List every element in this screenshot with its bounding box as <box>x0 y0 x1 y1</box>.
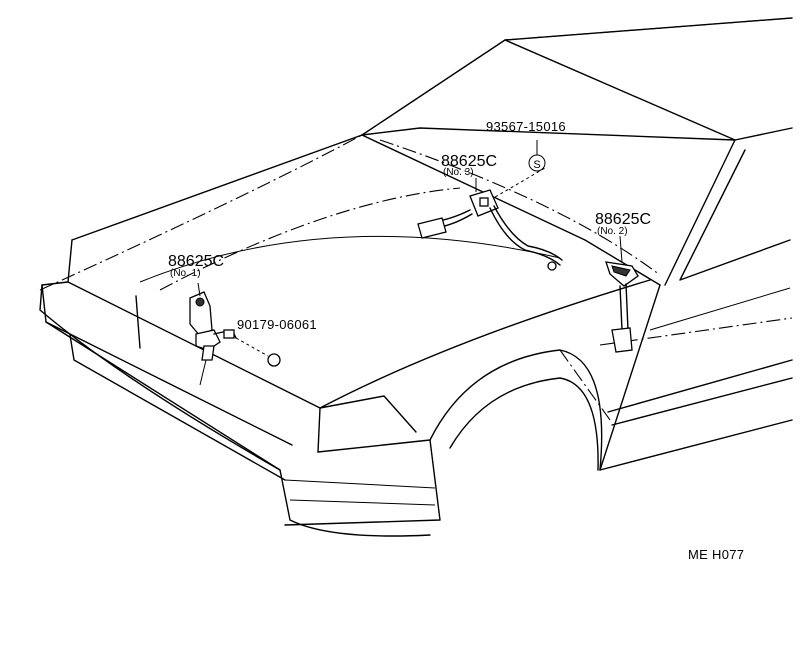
screw-part: S <box>528 140 546 172</box>
sensor-no3-part-number: 88625C <box>441 153 497 170</box>
nut-part-number: 90179-06061 <box>237 317 317 332</box>
screw-part-number: 93567-15016 <box>486 119 566 134</box>
sensor-no2-sub-label: (No. 2) <box>597 226 628 237</box>
harness-routing-lines <box>39 17 793 421</box>
sensor-no2-part-number: 88625C <box>595 211 651 228</box>
callout-sensor-no2: 88625C (No. 2) <box>595 211 651 237</box>
callout-sensor-no3: 88625C (No. 3) <box>441 153 497 178</box>
callout-screw: 93567-15016 <box>486 119 566 134</box>
sensor-no3-part <box>417 178 563 271</box>
sensor-no1-part <box>189 282 237 386</box>
sensor-no3-sub-label: (No. 3) <box>443 167 474 178</box>
sensor-no1-part-number: 88625C <box>168 253 224 270</box>
nut-part <box>235 337 281 367</box>
callout-sensor-no1: 88625C (No. 1) <box>168 253 224 279</box>
callout-nut: 90179-06061 <box>237 317 317 332</box>
sensor-no1-sub-label: (No. 1) <box>170 268 201 279</box>
figure-code: ME H077 <box>688 547 744 562</box>
screw-symbol: S <box>533 159 540 171</box>
sensor-no2-part <box>605 235 639 353</box>
car-body <box>39 17 793 537</box>
